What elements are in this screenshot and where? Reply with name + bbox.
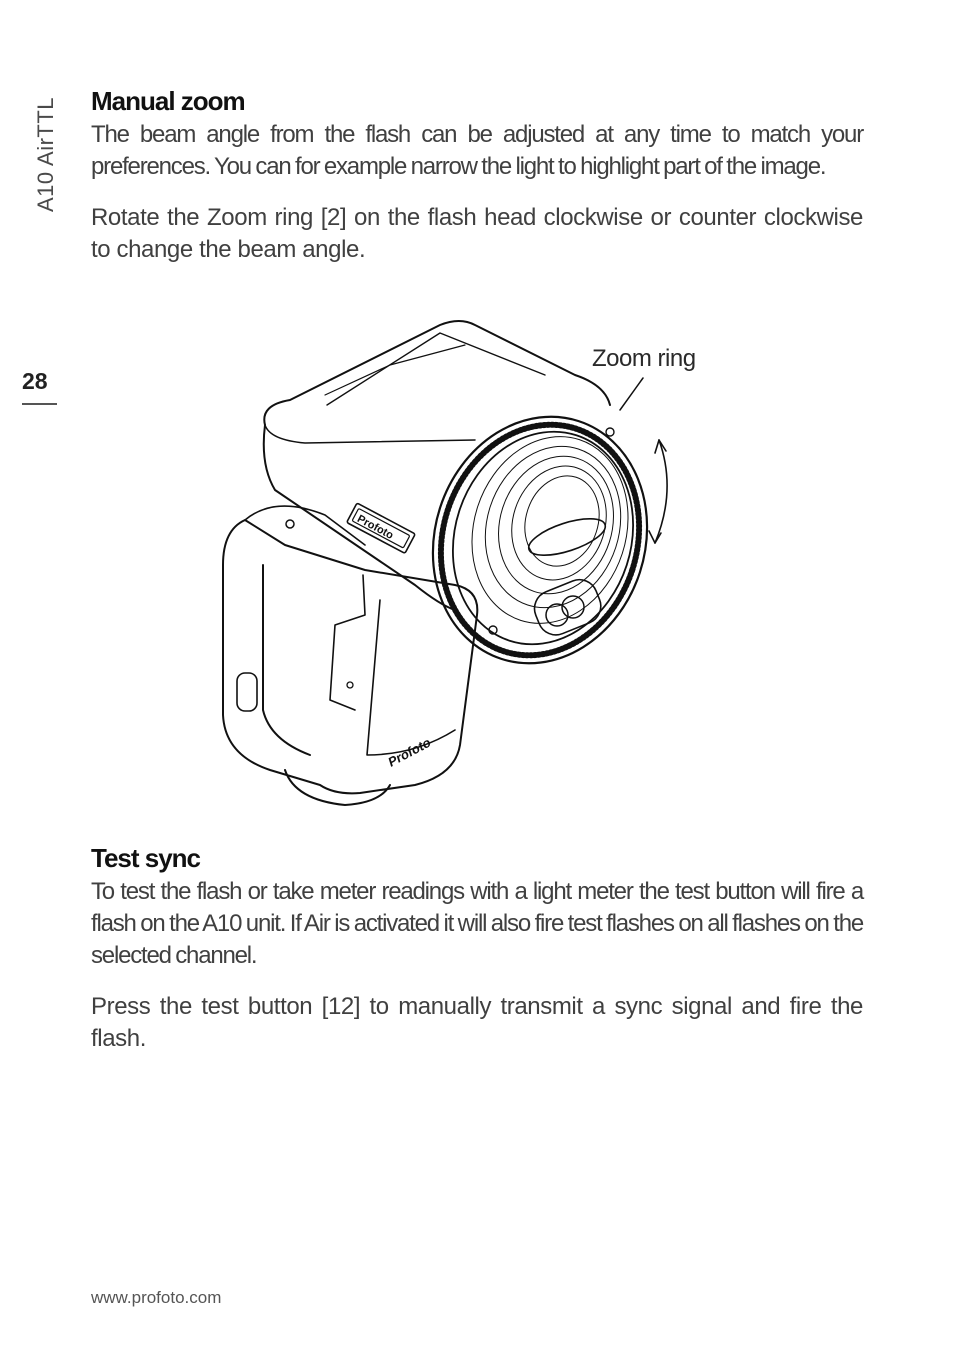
paragraph: To test the flash or take meter readings… [91, 878, 864, 969]
footer-url: www.profoto.com [91, 1288, 222, 1307]
page-number: 28 [22, 368, 48, 394]
paragraph: Rotate the Zoom ring [2] on the flash he… [91, 204, 863, 263]
paragraph: Press the test button [12] to manually t… [91, 993, 863, 1052]
brand-label-body: Profoto [385, 735, 433, 770]
page-number-rule [22, 403, 57, 405]
section-test-sync: Test sync To test the flash or take mete… [91, 843, 864, 1055]
flash-illustration: Profoto Profoto [222, 320, 668, 806]
zoom-ring-label: Zoom ring [592, 345, 696, 372]
side-title: A10 AirTTL [33, 96, 58, 212]
section-heading: Test sync [91, 843, 201, 873]
section-manual-zoom: Manual zoom The beam angle from the flas… [91, 86, 864, 266]
paragraph: The beam angle from the flash can be adj… [91, 121, 864, 180]
section-heading: Manual zoom [91, 86, 246, 116]
